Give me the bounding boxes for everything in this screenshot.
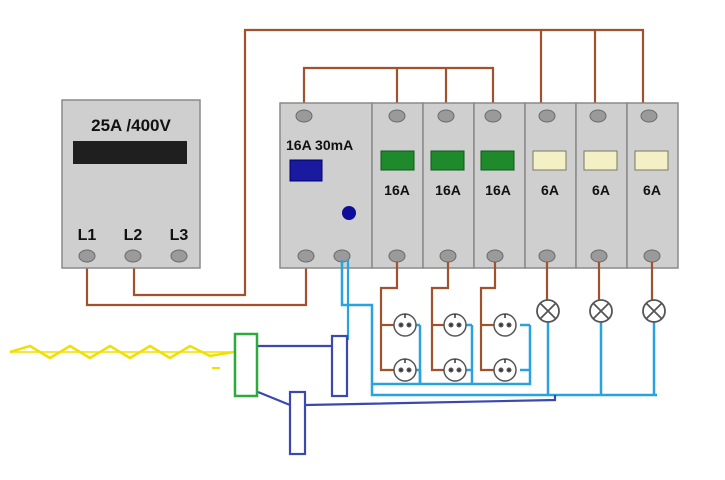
terminal-l3 <box>170 249 188 263</box>
socket-icon <box>493 358 517 382</box>
socket-icon <box>443 358 467 382</box>
breaker-rating: 6A <box>592 182 610 198</box>
rcd-neutral-block <box>330 334 349 398</box>
breaker-toggle <box>532 150 567 171</box>
rcd-top-terminal <box>295 109 313 123</box>
phase-label-l3: L3 <box>170 227 189 244</box>
breaker-6a-3: 6A <box>626 102 679 269</box>
phase-wires <box>85 28 645 307</box>
breaker-toggle <box>583 150 618 171</box>
breaker-16a-1: 16A <box>371 102 424 269</box>
rcd-module: 16A 30mA <box>279 102 373 269</box>
breaker-6a-1: 6A <box>524 102 577 269</box>
breaker-toggle <box>480 150 515 171</box>
breaker-rating: 16A <box>435 182 461 198</box>
breaker-toggle <box>430 150 465 171</box>
socket-icon <box>393 358 417 382</box>
ground-block <box>288 390 307 456</box>
ground-wires <box>257 260 557 407</box>
breaker-6a-2: 6A <box>575 102 628 269</box>
meter-rating: 25A /400V <box>91 116 171 135</box>
phase-label-l2: L2 <box>124 227 143 244</box>
rcd-rating: 16A 30mA <box>286 137 353 153</box>
terminal-l2 <box>124 249 142 263</box>
supply-meter: 25A /400V L1 L2 L3 <box>61 99 201 269</box>
sockets <box>393 313 517 382</box>
lamps <box>536 299 666 323</box>
breaker-rating: 6A <box>643 182 661 198</box>
breaker-rating: 16A <box>384 182 410 198</box>
breaker-toggle <box>380 150 415 171</box>
meter-display <box>73 141 187 164</box>
earth-rod <box>9 344 235 369</box>
breaker-toggle <box>634 150 669 171</box>
lamp-icon <box>642 299 666 323</box>
rcd-bottom-terminal-l <box>297 249 315 263</box>
rcd-test-button <box>342 206 356 220</box>
breaker-row: 16A 16A 16A 6A 6A <box>371 102 679 269</box>
socket-phase-wires <box>379 262 654 372</box>
earth-bar <box>233 332 259 398</box>
terminal-l1 <box>78 249 96 263</box>
lamp-icon <box>536 299 560 323</box>
socket-icon <box>493 313 517 337</box>
breaker-rating: 6A <box>541 182 559 198</box>
socket-icon <box>443 313 467 337</box>
breaker-16a-2: 16A <box>422 102 475 269</box>
phase-label-l1: L1 <box>78 227 97 244</box>
lamp-icon <box>589 299 613 323</box>
rcd-toggle <box>289 159 323 182</box>
socket-icon <box>393 313 417 337</box>
breaker-16a-3: 16A <box>473 102 526 269</box>
neutral-wires <box>340 260 657 397</box>
breaker-rating: 16A <box>485 182 511 198</box>
